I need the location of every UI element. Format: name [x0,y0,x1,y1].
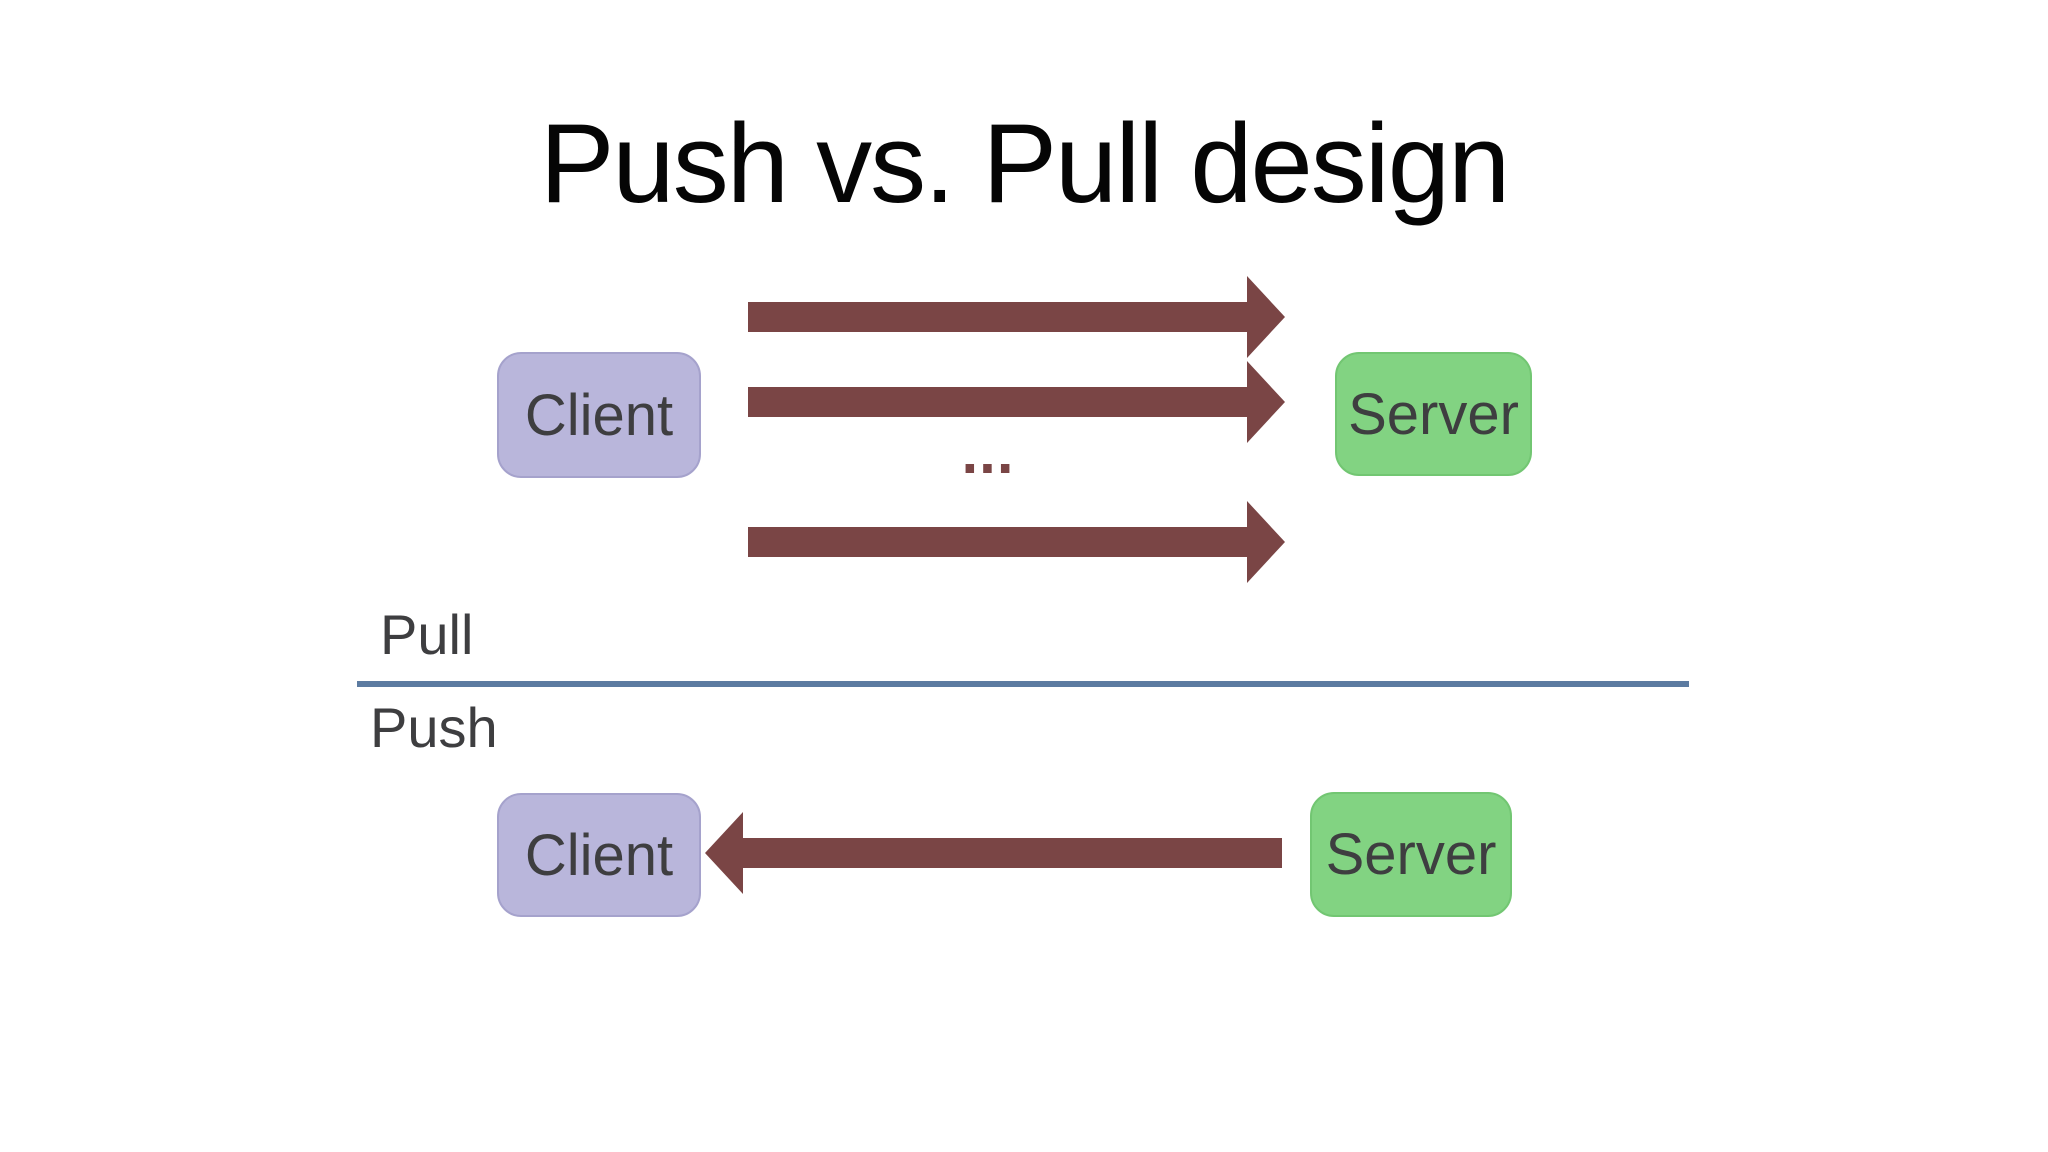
push-client-box: Client [497,793,701,917]
pull-section-label: Pull [380,603,474,666]
arrow-shaft [748,387,1247,417]
arrow-shaft [748,527,1247,557]
push-server-box: Server [1310,792,1512,917]
arrow-head-right-icon [1247,276,1285,358]
pull-arrow-3 [748,501,1285,583]
push-server-label: Server [1325,822,1497,887]
push-client-label: Client [524,822,674,888]
arrow-shaft [748,302,1247,332]
pull-arrow-1 [748,276,1285,358]
slide-title: Push vs. Pull design [539,101,1511,226]
arrow-head-right-icon [1247,361,1285,443]
push-section-label: Push [370,696,498,759]
pull-server-label: Server [1348,381,1519,447]
section-divider-line [357,681,1689,687]
arrow-head-left-icon [705,812,743,894]
pull-arrow-2 [748,361,1285,443]
pull-client-label: Client [524,382,674,448]
pull-client-box: Client [497,352,701,478]
pull-server-box: Server [1335,352,1532,476]
push-arrow-1 [705,812,1282,894]
more-requests-ellipsis: ... [961,419,1015,486]
arrow-shaft [743,838,1282,868]
arrow-head-right-icon [1247,501,1285,583]
